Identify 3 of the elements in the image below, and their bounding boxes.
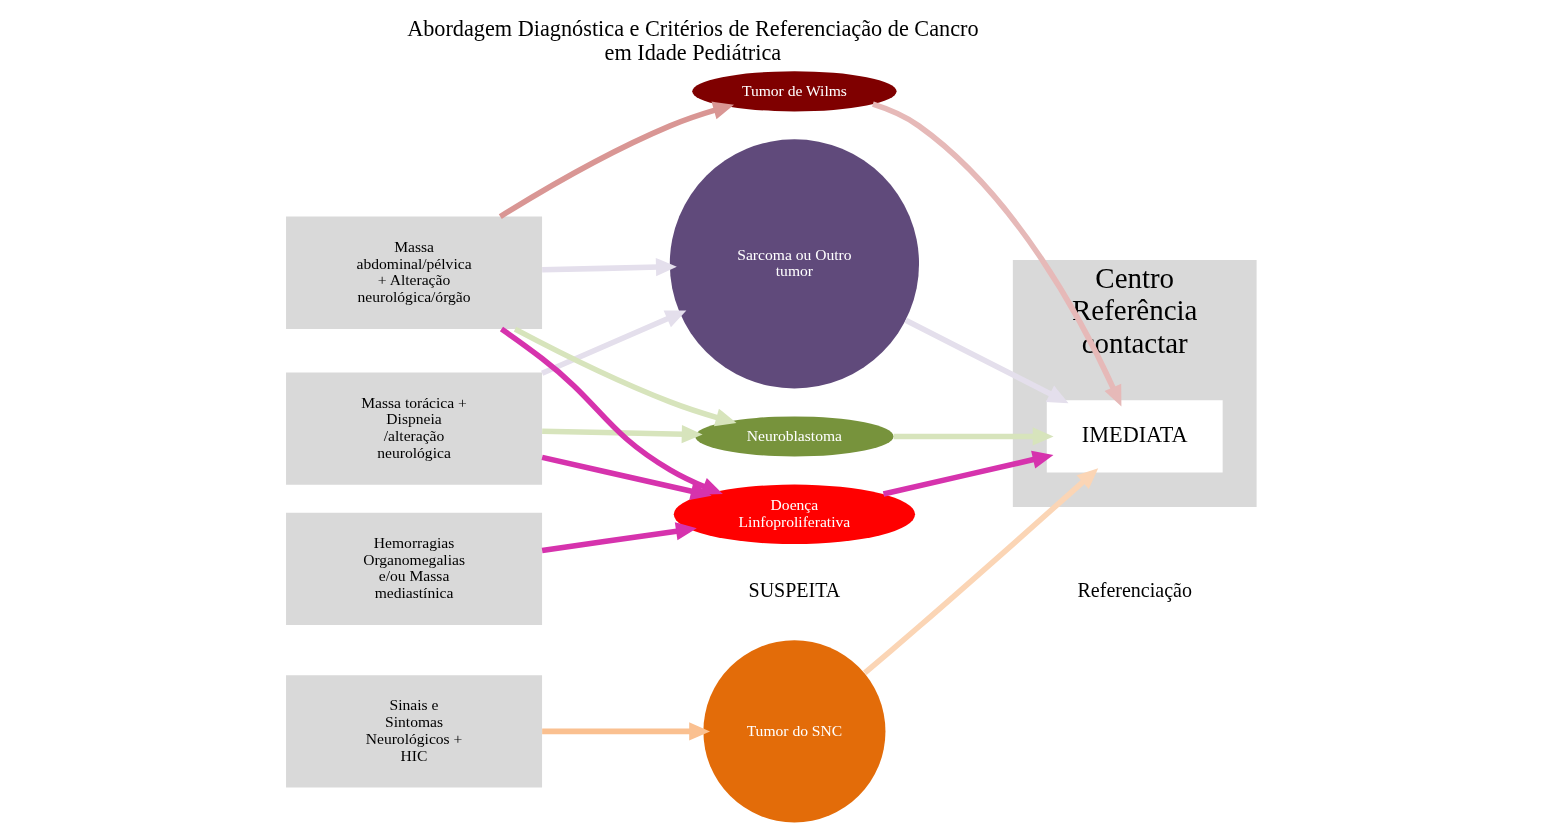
label: SUSPEITA (748, 578, 840, 601)
diagram-title: Abordagem Diagnóstica e Critérios de Referenciação de Cancro em Idade Pediátrica (406, 15, 979, 65)
label: Referenciação (1077, 578, 1192, 601)
